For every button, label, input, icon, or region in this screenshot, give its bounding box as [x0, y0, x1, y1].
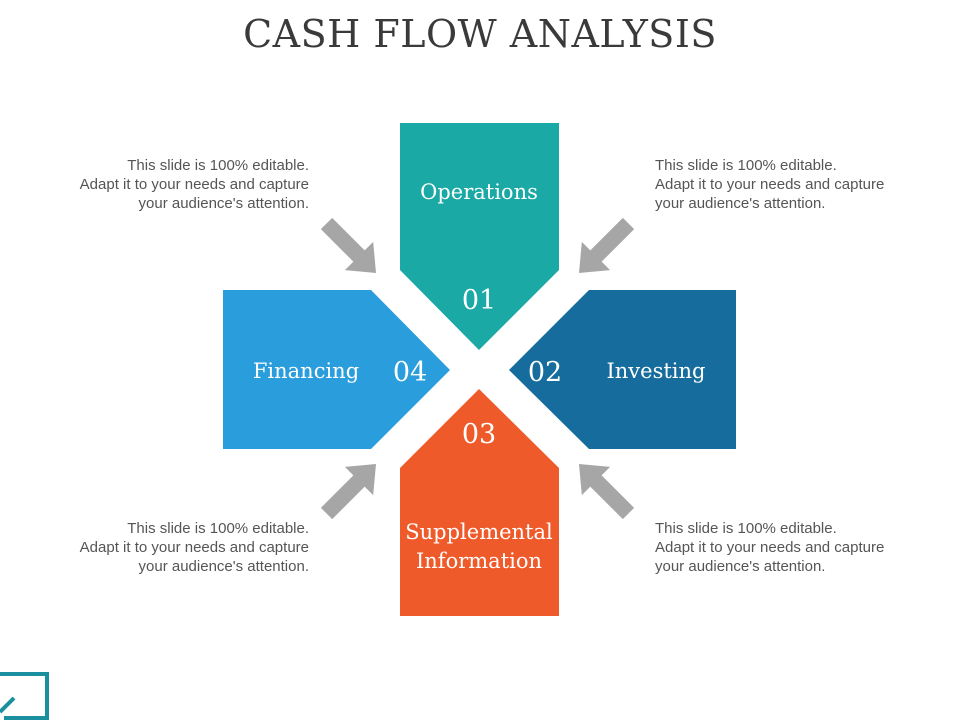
financing-number: 04	[393, 357, 427, 388]
corner-logo-icon	[0, 672, 49, 720]
note-top-left-line2: Adapt it to your needs and capture	[79, 176, 309, 193]
financing-label: Financing	[253, 359, 359, 383]
supplemental-information-label-line1: Supplemental	[405, 520, 553, 544]
note-bottom-right-line2: Adapt it to your needs and capture	[655, 539, 885, 556]
note-bottom-left: This slide is 100% editable. Adapt it to…	[49, 519, 309, 576]
arrow-top-right-icon	[579, 217, 635, 273]
note-bottom-left-line3: your audience's attention.	[138, 558, 309, 575]
arrow-bottom-right-icon	[579, 464, 635, 520]
note-top-left: This slide is 100% editable. Adapt it to…	[49, 156, 309, 213]
note-bottom-left-line2: Adapt it to your needs and capture	[79, 539, 309, 556]
note-top-right: This slide is 100% editable. Adapt it to…	[655, 156, 915, 213]
supplemental-information-label-line2: Information	[416, 549, 542, 573]
operations-number: 01	[462, 285, 496, 316]
supplemental-information-segment[interactable]	[400, 389, 559, 616]
operations-label: Operations	[420, 180, 538, 204]
arrow-top-left-icon	[320, 217, 376, 273]
note-top-right-line3: your audience's attention.	[655, 195, 826, 212]
investing-label: Investing	[606, 359, 705, 383]
note-bottom-left-line1: This slide is 100% editable.	[127, 520, 309, 537]
note-bottom-right-line1: This slide is 100% editable.	[655, 520, 837, 537]
note-top-left-line3: your audience's attention.	[138, 195, 309, 212]
note-top-left-line1: This slide is 100% editable.	[127, 157, 309, 174]
note-bottom-right-line3: your audience's attention.	[655, 558, 826, 575]
slide-title: CASH FLOW ANALYSIS	[243, 12, 717, 56]
financing-segment[interactable]	[223, 290, 450, 449]
note-top-right-line1: This slide is 100% editable.	[655, 157, 837, 174]
arrow-bottom-left-icon	[320, 464, 376, 520]
investing-number: 02	[528, 357, 562, 388]
investing-segment[interactable]	[509, 290, 736, 449]
operations-segment[interactable]	[400, 123, 559, 350]
note-bottom-right: This slide is 100% editable. Adapt it to…	[655, 519, 915, 576]
supplemental-information-number: 03	[462, 419, 496, 450]
note-top-right-line2: Adapt it to your needs and capture	[655, 176, 885, 193]
